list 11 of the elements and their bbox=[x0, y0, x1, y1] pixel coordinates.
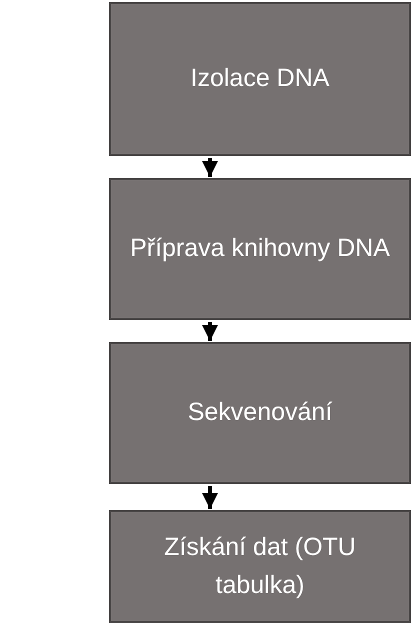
arrow bbox=[202, 158, 218, 177]
process-box bbox=[109, 178, 411, 320]
step-label: Sekvenování bbox=[186, 397, 334, 428]
process-box bbox=[109, 510, 411, 623]
arrow bbox=[202, 322, 218, 341]
step-label: Příprava knihovny DNA bbox=[129, 233, 391, 264]
process-box bbox=[109, 342, 411, 484]
process-box bbox=[109, 2, 411, 156]
arrow bbox=[202, 486, 218, 509]
step-label: Získání dat (OTU tabulka) bbox=[163, 532, 357, 600]
step-label: Izolace DNA bbox=[190, 63, 330, 94]
